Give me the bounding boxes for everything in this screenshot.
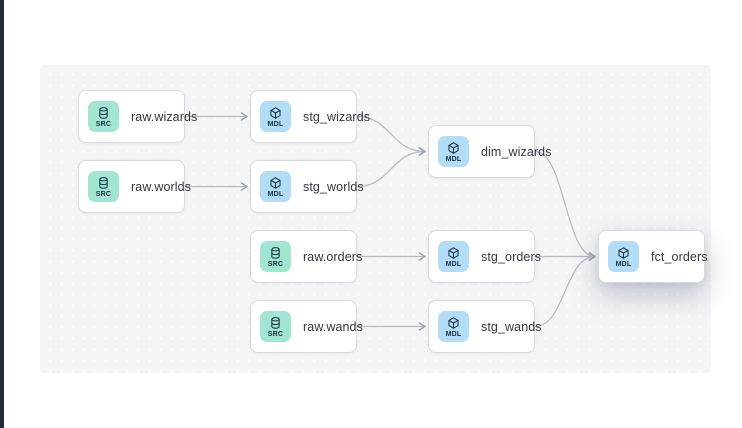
database-icon	[97, 106, 110, 120]
edge-stg_worlds-to-dim_wizards	[356, 147, 426, 188]
node-raw-wizards[interactable]: SRC raw.wizards	[78, 90, 197, 143]
badge-type-label: SRC	[95, 120, 112, 128]
node-raw-orders[interactable]: SRC raw.orders	[250, 230, 362, 283]
node-label: stg_wizards	[303, 109, 371, 124]
mdl-badge: MDL	[438, 311, 469, 342]
cube-icon	[617, 246, 630, 260]
edge-dim_wizards-to-fct_orders	[534, 150, 596, 261]
cube-icon	[269, 176, 282, 190]
mdl-badge: MDL	[608, 241, 639, 272]
mdl-badge: MDL	[438, 241, 469, 272]
node-label: fct_orders	[651, 249, 708, 264]
database-icon	[97, 176, 110, 190]
badge-type-label: MDL	[445, 155, 462, 163]
window-left-edge	[0, 0, 4, 428]
cube-icon	[447, 141, 460, 155]
node-label: dim_wizards	[481, 144, 552, 159]
badge-type-label: MDL	[267, 190, 284, 198]
badge-type-label: SRC	[267, 330, 284, 338]
mdl-badge: MDL	[260, 101, 291, 132]
node-label: raw.wands	[303, 319, 363, 334]
node-label: raw.wizards	[131, 109, 198, 124]
badge-type-label: SRC	[95, 190, 112, 198]
edge-stg_wands-to-fct_orders	[534, 252, 596, 328]
node-raw-worlds[interactable]: SRC raw.worlds	[78, 160, 191, 213]
node-label: raw.orders	[303, 249, 363, 264]
mdl-badge: MDL	[438, 136, 469, 167]
src-badge: SRC	[260, 241, 291, 272]
node-stg-wands[interactable]: MDL stg_wands	[428, 300, 542, 353]
node-stg-wizards[interactable]: MDL stg_wizards	[250, 90, 370, 143]
node-label: stg_worlds	[303, 179, 364, 194]
cube-icon	[269, 106, 282, 120]
cube-icon	[447, 246, 460, 260]
node-label: stg_orders	[481, 249, 542, 264]
badge-type-label: MDL	[615, 260, 632, 268]
badge-type-label: SRC	[267, 260, 284, 268]
node-label: raw.worlds	[131, 179, 192, 194]
badge-type-label: MDL	[445, 330, 462, 338]
node-stg-worlds[interactable]: MDL stg_worlds	[250, 160, 364, 213]
cube-icon	[447, 316, 460, 330]
node-label: stg_wands	[481, 319, 542, 334]
node-dim-wizards[interactable]: MDL dim_wizards	[428, 125, 551, 178]
src-badge: SRC	[88, 101, 119, 132]
badge-type-label: MDL	[267, 120, 284, 128]
node-stg-orders[interactable]: MDL stg_orders	[428, 230, 541, 283]
node-raw-wands[interactable]: SRC raw.wands	[250, 300, 363, 353]
node-fct-orders[interactable]: MDL fct_orders	[598, 230, 708, 283]
database-icon	[269, 246, 282, 260]
src-badge: SRC	[88, 171, 119, 202]
database-icon	[269, 316, 282, 330]
src-badge: SRC	[260, 311, 291, 342]
badge-type-label: MDL	[445, 260, 462, 268]
mdl-badge: MDL	[260, 171, 291, 202]
